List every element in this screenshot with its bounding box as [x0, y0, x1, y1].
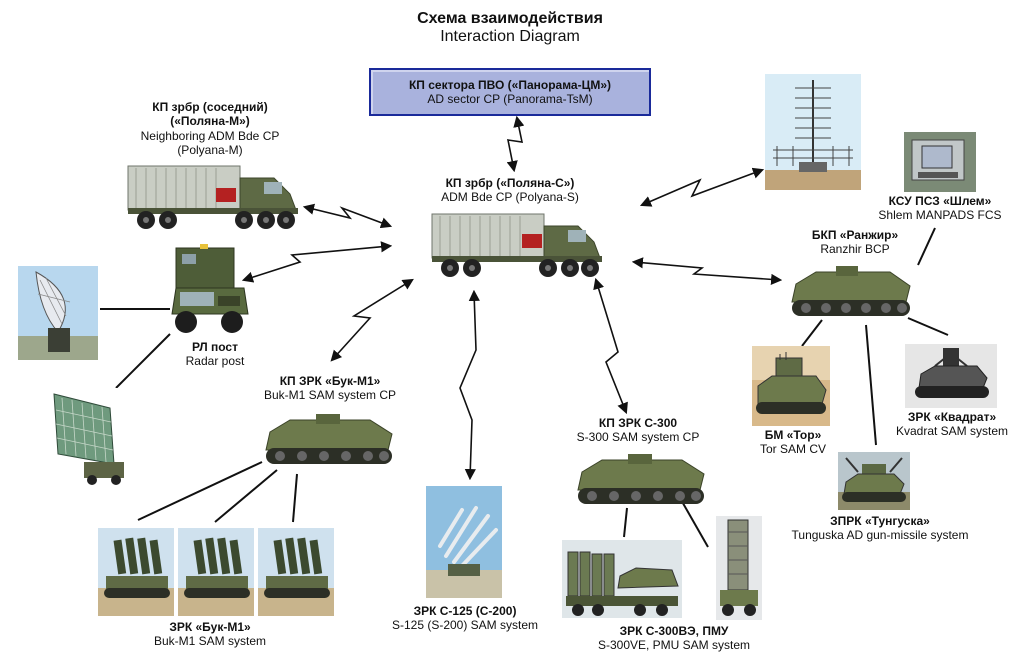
diagram-title: Схема взаимодействия Interaction Diagram: [320, 10, 700, 46]
buk-cp-ru: КП ЗРК «Бук-М1»: [279, 374, 381, 388]
label-kvadrat: ЗРК «Квадрат» Kvadrat SAM system: [880, 410, 1024, 439]
polyana-m-truck-icon: [127, 165, 298, 229]
wire-s300cp-s300ve: [623, 507, 628, 538]
polyana-m-ru-1: КП зрбр (соседний): [152, 100, 268, 114]
wire-ranzhir-tor: [801, 319, 823, 347]
tor-ru: БМ «Тор»: [764, 428, 822, 442]
shlem-console-photo: [904, 132, 976, 192]
label-buk-cp: КП ЗРК «Бук-М1» Buk-M1 SAM system CP: [230, 374, 430, 403]
s300-radar-photo: [716, 516, 762, 620]
wire-ranzhir-tunguska: [865, 324, 877, 446]
buk-sam-ru: ЗРК «Бук-М1»: [169, 620, 251, 634]
label-tunguska: ЗПРК «Тунгуска» Tunguska AD gun-missile …: [770, 514, 990, 543]
s125-launcher-photo: [426, 486, 502, 598]
label-tor: БМ «Тор» Tor SAM CV: [738, 428, 848, 457]
wire-bukcp-buk2: [214, 469, 278, 523]
polyana-s-en: ADM Bde CP (Polyana-S): [441, 190, 579, 205]
link-panorama-polyana: [506, 115, 525, 173]
label-s125: ЗРК С-125 (С-200) S-125 (S-200) SAM syst…: [370, 604, 560, 633]
wire-shlem-ranzhir: [917, 227, 936, 266]
wire-radar2-radarpost: [115, 333, 171, 389]
link-ranzhir-polyanas: [631, 257, 783, 285]
buk-cp-vehicle-icon: [265, 414, 393, 464]
ranzhir-ru: БКП «Ранжир»: [811, 228, 899, 242]
link-radar-polyanas: [639, 167, 765, 207]
buk-launcher-photo-2: [178, 528, 254, 616]
kvadrat-en: Kvadrat SAM system: [895, 424, 1009, 439]
radar-array-photo: [48, 388, 136, 486]
buk-sam-en: Buk-M1 SAM system: [153, 634, 267, 649]
kvadrat-ru: ЗРК «Квадрат»: [907, 410, 997, 424]
tunguska-photo: [838, 452, 910, 510]
tor-en: Tor SAM CV: [759, 442, 826, 457]
panorama-label-ru: КП сектора ПВО («Панорама-ЦМ»): [408, 78, 612, 92]
radar-post-en: Radar post: [185, 354, 245, 369]
s300-cp-vehicle-icon: [577, 454, 705, 504]
link-s125-polyanas: [459, 289, 480, 481]
buk-cp-en: Buk-M1 SAM system CP: [263, 388, 397, 403]
wire-ranzhir-kvadrat: [907, 317, 949, 336]
label-radar-post: РЛ пост Radar post: [160, 340, 270, 369]
shlem-en: Shlem MANPADS FCS: [878, 208, 1002, 223]
radar-dish-photo: [18, 266, 98, 360]
radar-post-truck-icon: [171, 244, 249, 333]
kvadrat-photo: [905, 344, 997, 408]
link-radarpost-polyanas: [241, 241, 393, 283]
s300-cp-ru: КП ЗРК С-300: [598, 416, 678, 430]
link-s300cp-polyanas: [593, 277, 628, 415]
radar-post-ru: РЛ пост: [192, 340, 238, 354]
label-polyana-m: КП зрбр (соседний) («Поляна-М») Neighbor…: [110, 100, 310, 158]
label-shlem: КСУ ПСЗ «Шлем» Shlem MANPADS FCS: [860, 194, 1020, 223]
buk-launcher-photo-1: [98, 528, 174, 616]
polyana-m-ru-2: («Поляна-М»): [170, 114, 250, 129]
tunguska-ru: ЗПРК «Тунгуска»: [830, 514, 930, 528]
label-ranzhir: БКП «Ранжир» Ranzhir BCP: [780, 228, 930, 257]
panorama-cp-box: КП сектора ПВО («Панорама-ЦМ») AD sector…: [369, 68, 651, 116]
lattice-radar-photo: [765, 74, 861, 190]
polyana-m-en-2: (Polyana-M): [177, 143, 243, 158]
wire-bukcp-buk3: [292, 473, 298, 523]
s300ve-ru: ЗРК С-300ВЭ, ПМУ: [619, 624, 729, 638]
ranzhir-en: Ranzhir BCP: [820, 242, 890, 257]
ranzhir-vehicle-icon: [791, 266, 911, 316]
polyana-s-ru: КП зрбр («Поляна-С»): [445, 176, 575, 190]
s125-en: S-125 (S-200) SAM system: [391, 618, 539, 633]
wire-bukcp-buk1: [137, 461, 263, 521]
link-polyanam-polyanas: [302, 203, 393, 229]
s300ve-en: S-300VE, PMU SAM system: [597, 638, 751, 653]
polyana-s-truck-icon: [431, 213, 602, 277]
tunguska-en: Tunguska AD gun-missile system: [791, 528, 969, 543]
s125-ru: ЗРК С-125 (С-200): [413, 604, 517, 618]
label-s300ve: ЗРК С-300ВЭ, ПМУ S-300VE, PMU SAM system: [564, 624, 784, 653]
label-buk-sam: ЗРК «Бук-М1» Buk-M1 SAM system: [120, 620, 300, 649]
tor-photo: [752, 346, 830, 426]
label-s300-cp: КП ЗРК С-300 S-300 SAM system CP: [548, 416, 728, 445]
polyana-m-en-1: Neighboring ADM Bde CP: [140, 128, 280, 143]
shlem-ru: КСУ ПСЗ «Шлем»: [888, 194, 992, 208]
link-bukcp-polyanas: [330, 278, 414, 362]
title-en: Interaction Diagram: [440, 28, 580, 45]
panorama-label-en: AD sector CP (Panorama-TsM): [427, 92, 593, 106]
buk-launcher-photo-3: [258, 528, 334, 616]
label-polyana-s: КП зрбр («Поляна-С») ADM Bde CP (Polyana…: [400, 176, 620, 205]
s300-cp-en: S-300 SAM system CP: [576, 430, 700, 445]
wire-s300cp-radar: [679, 497, 709, 548]
title-ru: Схема взаимодействия: [417, 10, 603, 27]
s300ve-photo: [562, 540, 682, 618]
